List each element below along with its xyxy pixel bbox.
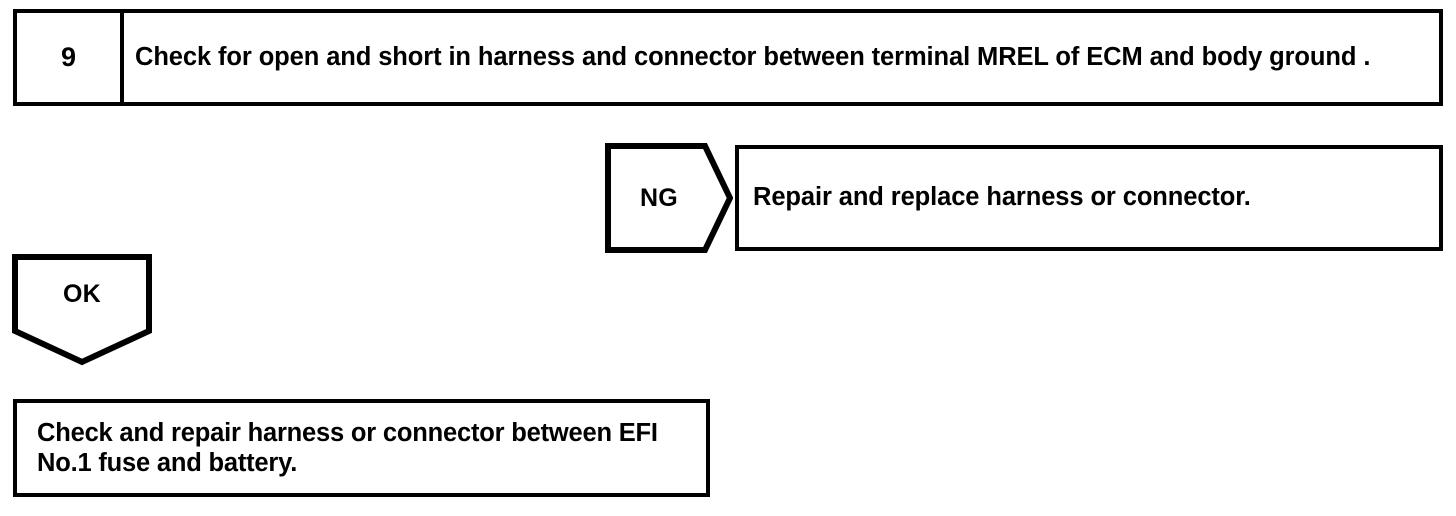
- ng-arrow-shape: [605, 143, 733, 253]
- step-instruction-text: Check for open and short in harness and …: [135, 42, 1371, 71]
- ok-branch-arrow: [11, 253, 153, 366]
- ng-result-text: Repair and replace harness or connector.: [753, 183, 1251, 212]
- step-number-cell: 9: [17, 13, 124, 102]
- ok-result-box: Check and repair harness or connector be…: [13, 399, 710, 497]
- step-instruction-cell: Check for open and short in harness and …: [124, 13, 1439, 102]
- ok-branch-label: OK: [62, 279, 102, 308]
- ng-branch-arrow: [605, 143, 733, 253]
- ok-arrow-shape: [12, 254, 152, 366]
- ng-branch-label: NG: [639, 183, 679, 212]
- step-number: 9: [60, 42, 77, 72]
- ok-result-text: Check and repair harness or connector be…: [37, 418, 658, 477]
- ng-result-box: Repair and replace harness or connector.: [735, 145, 1443, 251]
- step-box: 9 Check for open and short in harness an…: [13, 9, 1443, 106]
